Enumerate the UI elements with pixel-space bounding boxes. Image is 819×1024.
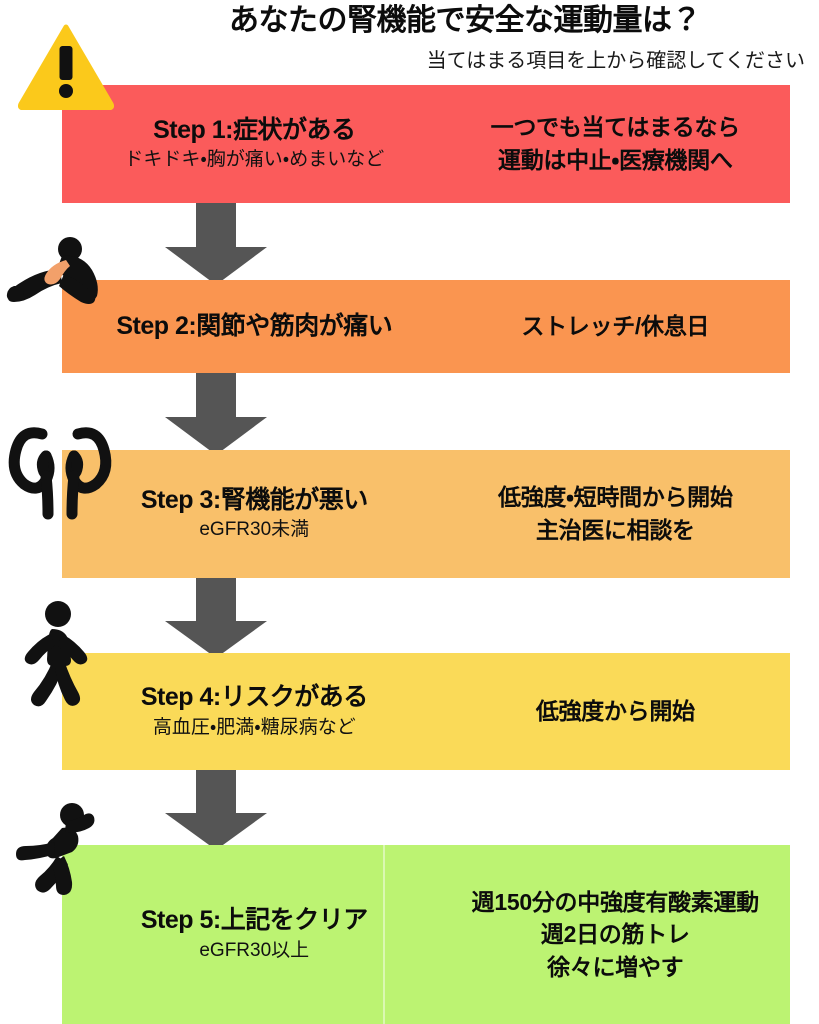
down-arrow-icon [165, 770, 267, 850]
step-5-action-line-3: 徐々に増やす [547, 953, 684, 980]
page-subtitle: 当てはまる項目を上から確認してください [426, 50, 805, 72]
step-3-action: 低強度・短時間から開始 主治医に相談を [441, 481, 790, 546]
step-5-action: 週150分の中強度有酸素運動 週2日の筋トレ 徐々に増やす [441, 886, 790, 984]
down-arrow-icon [165, 578, 267, 658]
step-4-action-line-1: 低強度から開始 [535, 698, 695, 725]
step-1-title: Step 1:症状がある [153, 115, 356, 144]
down-arrow-icon [165, 373, 267, 455]
kidneys-icon [6, 418, 118, 522]
step-3-action-line-1: 低強度・短時間から開始 [498, 484, 733, 511]
step-row-5: Step 5:上記をクリア eGFR30以上 週150分の中強度有酸素運動 週2… [62, 845, 790, 1024]
step-5-title: Step 5:上記をクリア [140, 906, 368, 935]
step-5-subtitle: eGFR30以上 [199, 939, 310, 961]
step-5-condition: Step 5:上記をクリア eGFR30以上 [62, 906, 441, 962]
step-row-1: Step 1:症状がある ドキドキ・胸が痛い・めまいなど 一つでも当てはまるなら… [62, 85, 790, 203]
step-5-action-line-1: 週150分の中強度有酸素運動 [471, 888, 759, 915]
step-2-action-line-1: ストレッチ/休息日 [521, 313, 710, 340]
walking-person-icon [16, 600, 94, 710]
warning-triangle-icon [17, 24, 115, 111]
step-1-action-line-1: 一つでも当てはまるなら [490, 114, 741, 141]
page-title: あなたの腎機能で安全な運動量は？ [229, 4, 702, 37]
step-row-3: Step 3:腎機能が悪い eGFR30未満 低強度・短時間から開始 主治医に相… [62, 450, 790, 578]
step-4-title: Step 4:リスクがある [140, 683, 368, 712]
step-1-subtitle: ドキドキ・胸が痛い・めまいなど [124, 149, 385, 171]
step-3-title: Step 3:腎機能が悪い [140, 485, 368, 514]
step-5-action-line-2: 週2日の筋トレ [540, 921, 690, 948]
down-arrow-icon [165, 203, 267, 285]
step-3-condition: Step 3:腎機能が悪い eGFR30未満 [62, 486, 441, 542]
header: あなたの腎機能で安全な運動量は？ 当てはまる項目を上から確認してください [0, 0, 819, 85]
step-2-action: ストレッチ/休息日 [441, 310, 790, 343]
running-person-icon [10, 802, 96, 902]
step-3-action-line-2: 主治医に相談を [535, 517, 695, 543]
step-1-action: 一つでも当てはまるなら 運動は中止・医療機関へ [441, 111, 790, 176]
step-row-2: Step 2:関節や筋肉が痛い ストレッチ/休息日 [62, 280, 790, 373]
step-1-condition: Step 1:症状がある ドキドキ・胸が痛い・めまいなど [62, 116, 441, 172]
step-5-divider [383, 845, 385, 1024]
step-2-condition: Step 2:関節や筋肉が痛い [62, 312, 441, 342]
step-2-title: Step 2:関節や筋肉が痛い [116, 311, 393, 340]
step-3-subtitle: eGFR30未満 [199, 519, 310, 541]
step-4-condition: Step 4:リスクがある 高血圧・肥満・糖尿病など [62, 683, 441, 739]
step-1-action-line-2: 運動は中止・医療機関へ [498, 147, 733, 173]
step-4-subtitle: 高血圧・肥満・糖尿病など [152, 716, 356, 738]
step-4-action: 低強度から開始 [441, 695, 790, 728]
step-row-4: Step 4:リスクがある 高血圧・肥満・糖尿病など 低強度から開始 [62, 653, 790, 770]
stretching-person-icon [4, 236, 122, 308]
